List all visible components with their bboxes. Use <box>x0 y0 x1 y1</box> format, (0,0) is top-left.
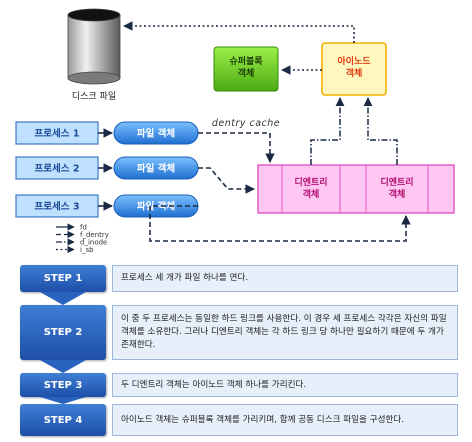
file-object-label: 파일 객체 <box>137 128 175 140</box>
step-4-tag: STEP 4 <box>20 404 106 436</box>
step-arrow <box>40 292 86 305</box>
d-inode-arrow-1 <box>310 97 345 165</box>
legend-label: i_sb <box>80 246 94 254</box>
f-dentry-arrow-1 <box>198 132 275 163</box>
f-dentry-arrow-2 <box>198 167 255 194</box>
step-arrow <box>40 360 86 373</box>
step-1-description: 프로세스 세 개가 파일 하나를 연다. <box>112 265 458 292</box>
step-2-tag: STEP 2 <box>20 305 106 360</box>
process-label: 프로세스 1 <box>35 128 80 140</box>
process-3: 프로세스 3 <box>15 194 113 218</box>
step-4-description: 아이노드 객체는 슈퍼블록 객체를 가리키며, 함께 공동 디스크 파일을 구성… <box>112 404 458 436</box>
superblock-box <box>213 46 279 92</box>
process-label: 프로세스 2 <box>35 163 80 175</box>
step-3-description: 두 디엔트리 객체는 아이노드 객체 하나를 가리킨다. <box>112 373 458 397</box>
disk-label: 디스크 파일 <box>72 91 116 102</box>
step-3-tag: STEP 3 <box>20 373 106 397</box>
legend-label: d_inode <box>80 239 107 247</box>
dentry-cache-label: dentry cache <box>212 118 280 129</box>
disk-file-icon <box>67 8 121 85</box>
file-object-label: 파일 객체 <box>137 163 175 175</box>
file-object-2: 파일 객체 <box>113 156 199 180</box>
d-inode-arrow-2 <box>363 97 398 165</box>
step-2-description: 이 중 두 프로세스는 동일한 하드 링크를 사용한다. 이 경우 세 프로세스… <box>112 305 458 360</box>
file-object-1: 파일 객체 <box>113 121 199 145</box>
legend-label: f_dentry <box>80 231 109 239</box>
dentry-cache-region <box>257 164 455 214</box>
f-dentry-arrow-3 <box>149 205 411 242</box>
step-1-tag: STEP 1 <box>20 265 106 292</box>
process-2: 프로세스 2 <box>15 156 113 180</box>
isb-arrow-superblock-disk <box>123 21 355 43</box>
process-1: 프로세스 1 <box>15 121 113 145</box>
step-arrow <box>40 397 86 404</box>
process-label: 프로세스 3 <box>35 201 80 213</box>
legend-label: fd <box>80 224 87 232</box>
